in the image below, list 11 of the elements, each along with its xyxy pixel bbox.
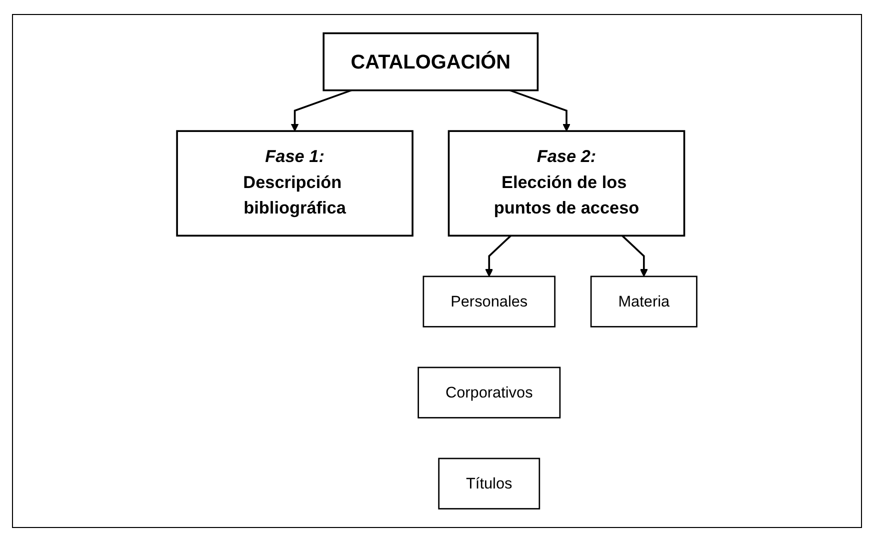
node-box: Materia bbox=[590, 276, 698, 328]
arrow bbox=[485, 235, 512, 277]
arrow bbox=[290, 89, 352, 132]
node-box: Fase 2: Elección de los puntos de acceso bbox=[448, 130, 686, 237]
node-box: Corporativos bbox=[418, 366, 561, 418]
node-box: Títulos bbox=[438, 458, 540, 510]
node-box: Personales bbox=[422, 276, 556, 328]
arrow bbox=[510, 89, 571, 132]
arrow bbox=[622, 235, 648, 277]
node-box: Fase 1: Descripción bibliográfica bbox=[176, 130, 414, 237]
node-box: CATALOGACIÓN bbox=[322, 32, 539, 92]
